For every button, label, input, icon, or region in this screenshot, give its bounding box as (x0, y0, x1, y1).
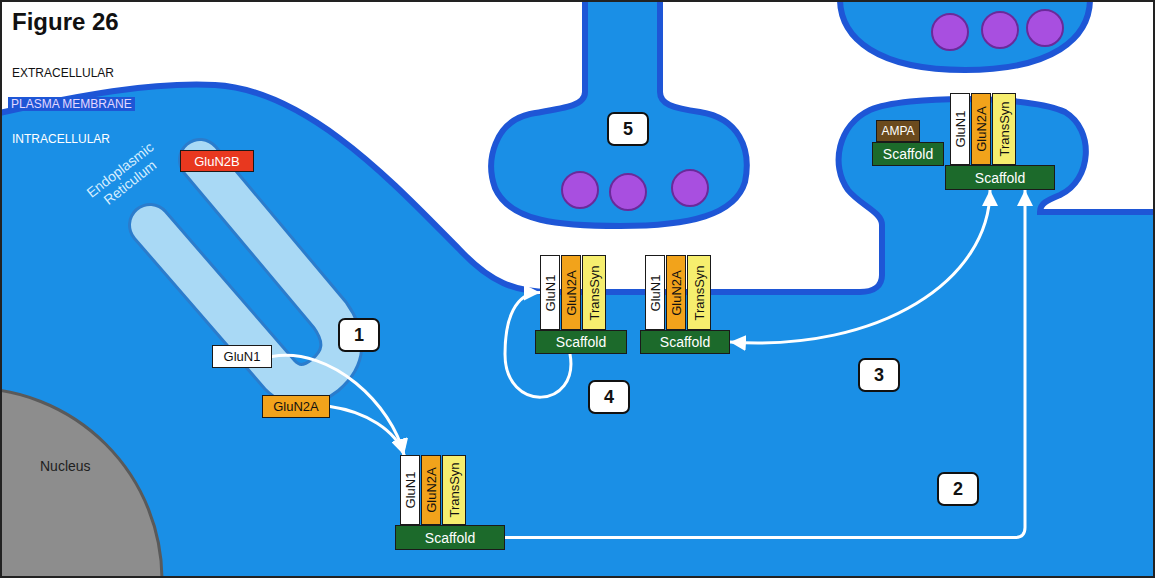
trafficking-arrow (730, 190, 990, 343)
scaffold-box: Scaffold (640, 330, 730, 354)
er-subunit: GluN2A (262, 395, 330, 418)
receptor-subunit: GluN2A (421, 455, 441, 525)
scaffold-box: Scaffold (872, 142, 944, 166)
region-label: EXTRACELLULAR (12, 66, 114, 80)
organelle-label: Nucleus (40, 458, 91, 474)
receptor-subunit: GluN1 (400, 455, 420, 525)
vesicle (982, 12, 1018, 48)
node-text: GluN1 (953, 111, 968, 148)
scaffold-box: Scaffold (945, 165, 1055, 190)
presynaptic-terminal (840, 0, 1090, 70)
presynaptic-terminal (491, 0, 746, 226)
vesicle (932, 14, 968, 50)
node-text: Scaffold (883, 146, 933, 162)
trafficking-arrow (505, 190, 1025, 538)
node-text: GluN1 (224, 349, 261, 364)
receptor-subunit: GluN2A (561, 255, 581, 330)
er-subunit: GluN1 (212, 345, 272, 368)
trafficking-arrow (330, 407, 404, 456)
region-label: INTRACELLULAR (12, 132, 110, 146)
node-text: AMPA (881, 124, 914, 138)
node-text: TransSyn (587, 265, 602, 320)
callout-number: 4 (588, 380, 630, 414)
callout-number: 2 (937, 472, 979, 506)
receptor-subunit: GluN2A (666, 255, 686, 330)
node-text: GluN2A (273, 399, 319, 414)
node-text: TransSyn (692, 265, 707, 320)
node-text: GluN2A (424, 467, 439, 513)
vesicle (562, 172, 598, 208)
scaffold-box: Scaffold (395, 525, 505, 550)
node-text: Scaffold (660, 334, 710, 350)
vesicle (1027, 10, 1063, 46)
transsynaptic-protein: TransSyn (992, 93, 1016, 165)
nucleus-shape (0, 388, 162, 578)
receptor-subunit: GluN1 (540, 255, 560, 330)
node-text: TransSyn (447, 462, 462, 517)
receptor-subunit: GluN2A (971, 93, 991, 165)
node-text: Scaffold (425, 530, 475, 546)
er-outline (150, 160, 341, 385)
vesicle (672, 170, 708, 206)
receptor-subunit: GluN1 (645, 255, 665, 330)
callout-number: 5 (607, 112, 649, 146)
node-text: GluN1 (648, 274, 663, 311)
trafficking-arrow (272, 355, 404, 455)
er-subunit: GluN2B (180, 150, 254, 172)
figure-title: Figure 26 (12, 8, 119, 36)
node-text: GluN2A (564, 270, 579, 316)
callout-number: 1 (338, 318, 380, 352)
region-label: PLASMA MEMBRANE (8, 97, 135, 111)
receptor-subunit: GluN1 (950, 93, 970, 165)
node-text: TransSyn (997, 101, 1012, 156)
node-text: Scaffold (556, 334, 606, 350)
node-text: GluN2A (669, 270, 684, 316)
transsynaptic-protein: TransSyn (687, 255, 711, 330)
node-text: Scaffold (975, 170, 1025, 186)
transsynaptic-protein: TransSyn (582, 255, 606, 330)
vesicle (610, 174, 646, 210)
node-text: GluN1 (403, 472, 418, 509)
er-lumen (150, 160, 341, 385)
node-text: GluN1 (543, 274, 558, 311)
node-text: GluN2A (974, 106, 989, 152)
ampa-receptor: AMPA (876, 120, 919, 142)
scaffold-box: Scaffold (535, 330, 627, 354)
node-text: GluN2B (194, 154, 240, 169)
transsynaptic-protein: TransSyn (442, 455, 466, 525)
callout-number: 3 (858, 358, 900, 392)
